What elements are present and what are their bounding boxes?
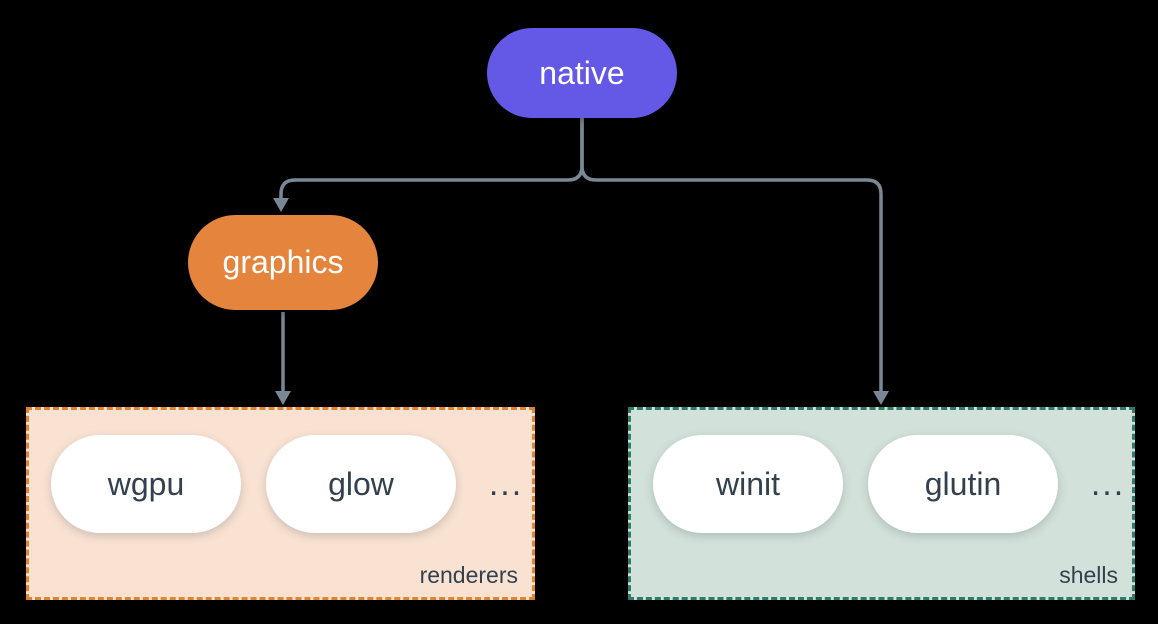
renderers-ellipsis: ...	[488, 464, 524, 503]
node-glow-label: glow	[328, 465, 394, 502]
node-graphics: graphics	[188, 215, 378, 310]
arrowhead-renderers	[275, 391, 291, 405]
shells-group-label: shells	[1059, 562, 1118, 588]
node-native-label: native	[539, 54, 625, 91]
node-wgpu: wgpu	[51, 435, 241, 533]
node-winit-label: winit	[715, 465, 780, 502]
renderers-group-label: renderers	[419, 562, 518, 588]
arrowhead-shells	[873, 391, 889, 405]
edge-native-to-graphics	[279, 118, 584, 199]
node-glow: glow	[266, 435, 456, 533]
edge-native-to-shells	[580, 118, 883, 392]
node-wgpu-label: wgpu	[107, 465, 185, 502]
node-graphics-label: graphics	[222, 244, 344, 280]
node-winit: winit	[653, 435, 843, 533]
node-glutin-label: glutin	[924, 465, 1002, 502]
group-shells: winit glutin ... shells	[628, 407, 1135, 600]
group-renderers: wgpu glow ... renderers	[26, 407, 535, 600]
shells-ellipsis: ...	[1090, 464, 1126, 503]
arrowhead-graphics	[273, 198, 289, 212]
node-glutin: glutin	[868, 435, 1058, 533]
node-native: native	[487, 28, 677, 118]
